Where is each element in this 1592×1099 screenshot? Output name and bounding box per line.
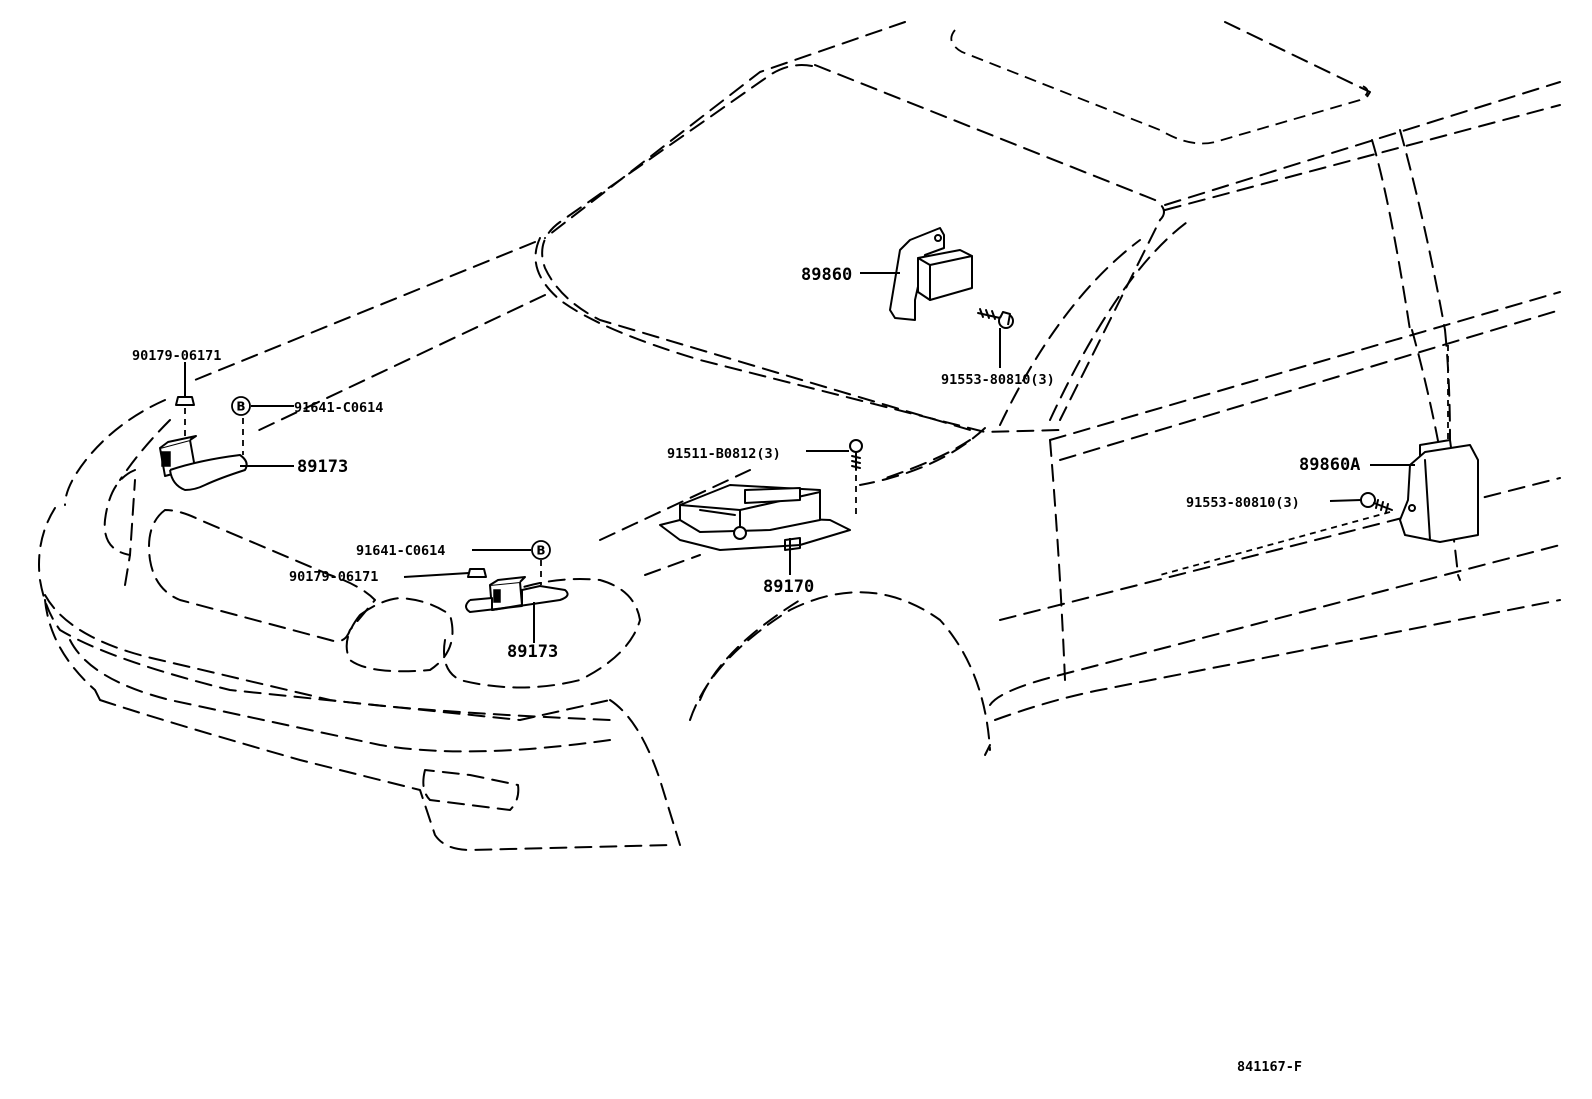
nut-upper-left [175, 396, 195, 406]
side-rear-screw [1360, 492, 1393, 513]
ref-marker-upper: B [231, 396, 251, 416]
ref-marker-lower-letter: B [536, 544, 545, 558]
side-sensor-front [889, 227, 973, 321]
label-bolt-right-lower: 91641-C0614 [356, 543, 445, 559]
side-front-screw [977, 308, 1014, 329]
label-side-sensor-rear: 89860A [1299, 455, 1360, 475]
side-sensor-rear [1399, 439, 1479, 543]
hidden-line-side-rear [1159, 511, 1391, 576]
label-side-sensor-front: 89860 [801, 265, 852, 285]
front-sensor-left [159, 435, 248, 491]
label-bolt-left-upper: 91641-C0614 [294, 400, 383, 416]
label-nut-right-lower: 90179-06171 [289, 569, 378, 585]
label-sensor-left: 89173 [297, 457, 348, 477]
ecu-screw [849, 439, 863, 471]
label-screw-ecu: 91511-B0812(3) [667, 446, 781, 462]
label-nut-left-upper: 90179-06171 [132, 348, 221, 364]
car-body-outline [38, 21, 1561, 851]
label-airbag-ecu: 89170 [763, 577, 814, 597]
front-sensor-right [465, 576, 569, 613]
airbag-ecu [659, 484, 851, 551]
label-sensor-right-front: 89173 [507, 642, 558, 662]
label-screw-side-rear: 91553-80810(3) [1186, 495, 1300, 511]
leader-lines [184, 272, 1415, 643]
nut-lower-right [467, 568, 487, 578]
drawing-number: 841167-F [1237, 1059, 1302, 1075]
ref-marker-lower: B [531, 540, 551, 560]
ref-marker-upper-letter: B [236, 400, 245, 414]
label-screw-side-front: 91553-80810(3) [941, 372, 1055, 388]
